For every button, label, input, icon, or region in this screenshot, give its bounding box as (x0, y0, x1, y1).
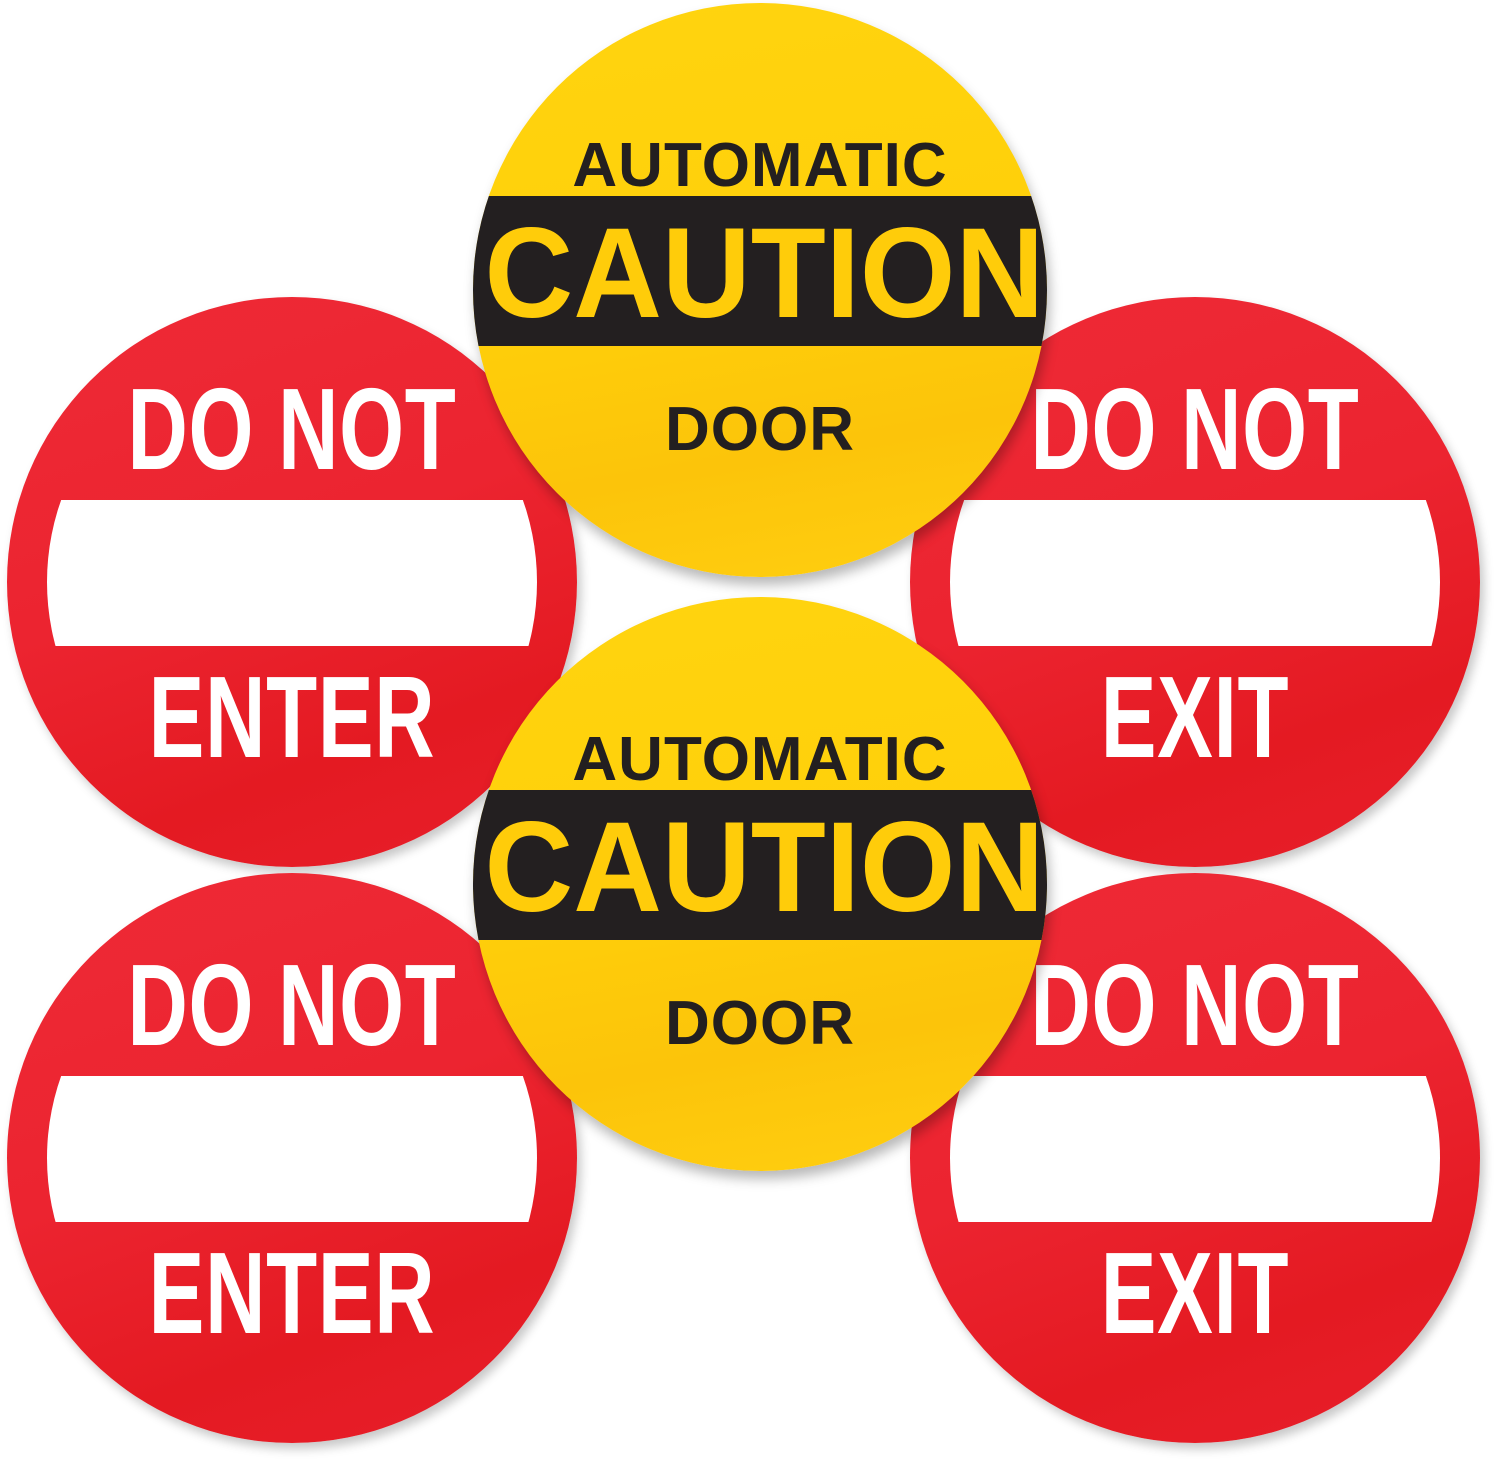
white-band (950, 913, 1440, 1403)
sticker-line1: AUTOMATIC (572, 725, 948, 794)
sticker-line2: ENTER (148, 1228, 436, 1358)
automatic-door-caution-sticker-middle: AUTOMATIC CAUTION DOOR (473, 597, 1047, 1171)
sticker-line2: CAUTION (484, 202, 1045, 345)
sticker-line3: DOOR (665, 989, 855, 1058)
do-not-enter-sticker-top-left: DO NOT ENTER (7, 297, 577, 867)
sticker-line1: DO NOT (127, 940, 457, 1070)
sticker-line2: CAUTION (484, 796, 1045, 939)
sticker-line2: ENTER (148, 652, 436, 782)
black-band (473, 790, 1047, 940)
sticker-line2: EXIT (1100, 652, 1290, 782)
sticker-line1: DO NOT (1030, 940, 1360, 1070)
sticker-line1: DO NOT (127, 364, 457, 494)
sticker-line2: EXIT (1100, 1228, 1290, 1358)
white-band (47, 337, 537, 827)
sticker-line3: DOOR (665, 395, 855, 464)
do-not-exit-sticker-bottom-right: DO NOT EXIT (910, 873, 1480, 1443)
black-band (473, 196, 1047, 346)
white-band (950, 337, 1440, 827)
white-band (47, 913, 537, 1403)
do-not-enter-sticker-bottom-left: DO NOT ENTER (7, 873, 577, 1443)
sticker-line1: DO NOT (1030, 364, 1360, 494)
sticker-line1: AUTOMATIC (572, 131, 948, 200)
automatic-door-caution-sticker-top: AUTOMATIC CAUTION DOOR (473, 3, 1047, 577)
